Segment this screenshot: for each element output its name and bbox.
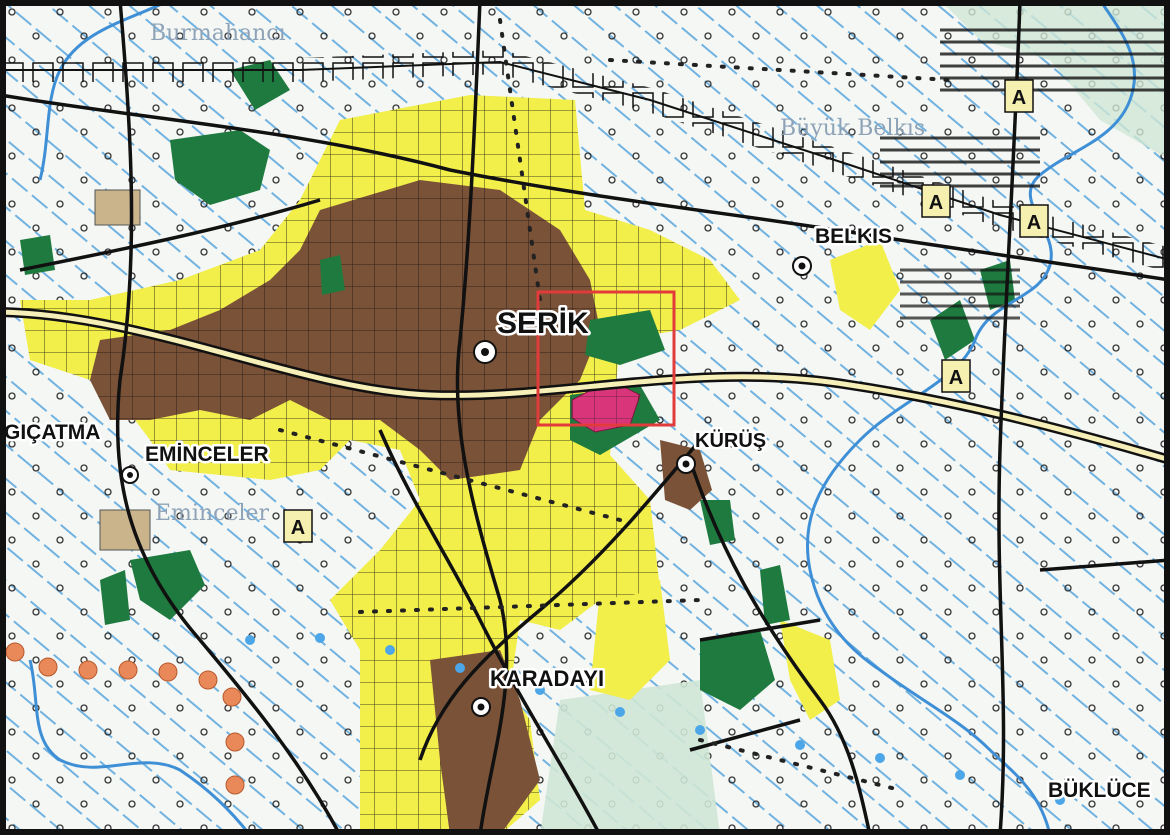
svg-text:A: A: [1027, 212, 1041, 234]
urban-grid-overlay: [90, 180, 600, 480]
zone-badge: A: [1019, 204, 1049, 238]
highway: [0, 309, 1170, 463]
zone-badge: A: [283, 509, 313, 543]
hatched-zone: [880, 130, 1040, 190]
place-label-karadayi: KARADAYI: [490, 666, 604, 691]
place-label-kurus: KÜRÜŞ: [695, 429, 766, 452]
place-label-serik: SERİK: [497, 307, 589, 340]
bg-label-eminceler: Eminceler: [155, 501, 270, 526]
project-site-grid: [572, 380, 640, 432]
svg-text:A: A: [291, 517, 305, 539]
bg-label-buyuk-belkis: Büyük Belkıs: [780, 116, 925, 141]
bg-label-burmahanci: Burmahancı: [150, 21, 286, 46]
settlement-block: [99, 509, 151, 551]
zone-badge: A: [1004, 79, 1034, 113]
study-area-boundary: [536, 290, 676, 427]
zone-badge: A: [921, 184, 951, 218]
blue-marker-line: [245, 633, 1065, 805]
hatched-zone: [940, 20, 1170, 100]
place-label-gicatma: GIÇATMA: [4, 421, 100, 444]
place-label-eminceler: EMİNCELER: [145, 443, 269, 466]
railway-line: [0, 60, 1170, 261]
dotted-boundaries: [278, 18, 952, 792]
place-label-buklucu: BÜKLÜCE: [1048, 779, 1151, 802]
hatched-zone: [900, 260, 1020, 320]
svg-text:A: A: [1012, 87, 1026, 109]
place-label-belkis: BELKIS: [815, 225, 892, 248]
orange-marker-line: [5, 642, 245, 795]
svg-text:A: A: [949, 367, 963, 389]
settlement-center-symbols: [121, 256, 812, 717]
zone-badge: A: [941, 359, 971, 393]
svg-text:A: A: [929, 192, 943, 214]
green-tint-area: [540, 680, 720, 835]
